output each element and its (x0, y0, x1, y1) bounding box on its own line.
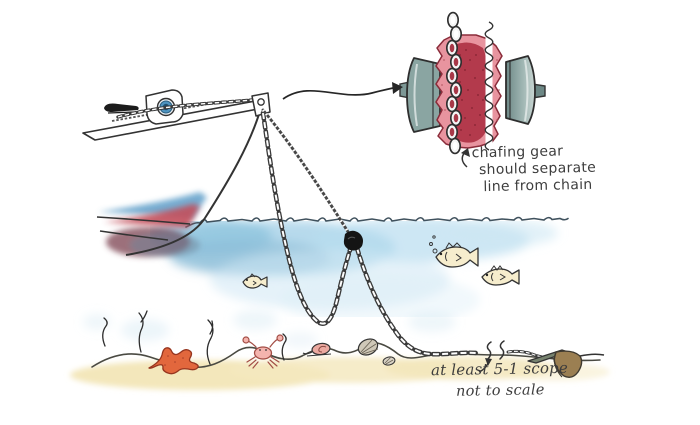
drum-right (505, 55, 546, 125)
inset-chain (445, 11, 462, 155)
hull-sheer-line (96, 216, 191, 225)
seaweed (102, 310, 287, 365)
scope-note-arrow (478, 358, 492, 373)
anchor-fluke (553, 350, 583, 379)
clam-shells (357, 338, 396, 366)
anchor-chain-loaded (354, 245, 479, 357)
fish-medium (429, 235, 479, 268)
scope-note: at least 5-1 scope (430, 358, 569, 380)
bow-stem (125, 103, 263, 256)
anchor-tip-line (579, 353, 605, 357)
bow-cleat (104, 103, 139, 114)
chafing-gear-inset (399, 11, 546, 155)
fish-large (481, 265, 520, 286)
bow-roller (251, 92, 271, 117)
scale-note: not to scale (455, 382, 545, 400)
bubbles (429, 235, 438, 254)
anchor (527, 349, 605, 379)
arrow-to-inset (282, 82, 403, 100)
sand-wash (70, 356, 610, 390)
deep-water-patches (83, 310, 456, 348)
chain-hook (343, 230, 363, 251)
chafing-note-arrow (461, 148, 470, 168)
drum-left (399, 57, 441, 133)
chain-break-marks (486, 340, 505, 361)
anchor-chain-slack (260, 110, 354, 326)
inset-braided-line (484, 21, 494, 151)
snail-shell (302, 342, 332, 357)
water-surface-line (185, 216, 569, 228)
chafing-note-line3: line from chain (483, 176, 593, 196)
deck-chain (116, 98, 255, 119)
starfish (148, 347, 199, 375)
fish-small (242, 273, 268, 289)
hull-boot-line (99, 230, 169, 241)
snubber-line (261, 108, 352, 237)
chafing-note: chafing gear should separate line from c… (471, 143, 596, 197)
crab (242, 334, 284, 369)
